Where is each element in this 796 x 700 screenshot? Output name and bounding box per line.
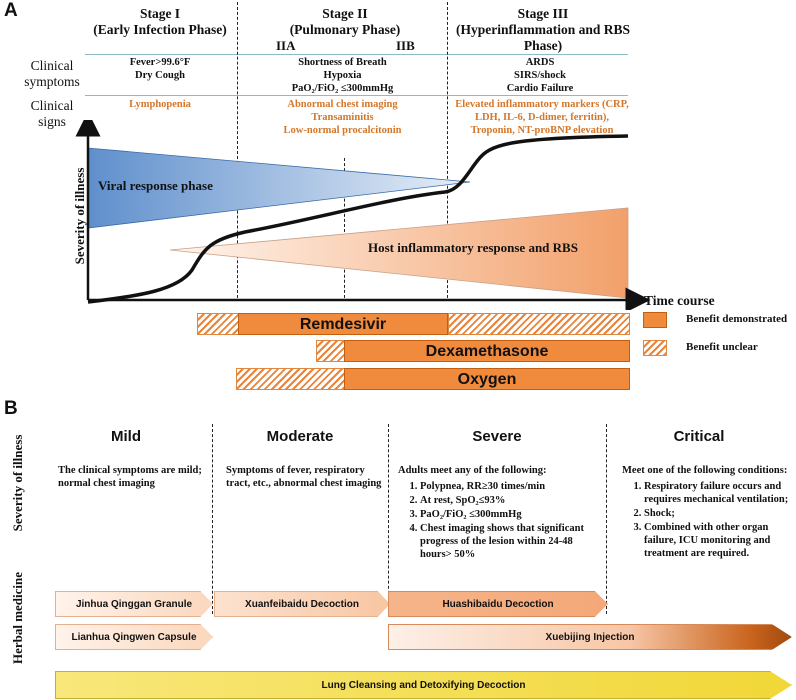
stage-1-header: Stage I (Early Infection Phase): [80, 6, 240, 38]
stage-1-title: Stage I: [139, 6, 181, 21]
severe-description: Adults meet any of the following: Polypn…: [398, 464, 602, 562]
herb-huashibaidu-label: Huashibaidu Decoction: [442, 598, 554, 610]
stage-3-subtitle: (Hyperinflammation and RBS Phase): [455, 22, 631, 53]
stage-3-title: Stage III: [517, 6, 569, 21]
legend-unclear-label: Benefit unclear: [686, 341, 758, 353]
herbal-side-label: Herbal medicine: [10, 571, 25, 665]
stage-2-signs: Abnormal chest imaging Transaminitis Low…: [240, 98, 445, 137]
signs-label-line-2: signs: [38, 114, 66, 129]
stage-1-subtitle: (Early Infection Phase): [93, 22, 227, 37]
legend-demonstrated-swatch: [643, 312, 667, 328]
severe-criteria-list: Polypnea, RR≥30 times/min At rest, SpO₂≤…: [398, 480, 602, 561]
dexamethasone-unclear-bar: [316, 340, 345, 362]
dexamethasone-bar: Dexamethasone: [344, 340, 630, 362]
sign-text: Abnormal chest imaging: [287, 99, 398, 110]
symptom-text: Dry Cough: [135, 70, 185, 81]
herb-lung-cleansing-arrow: Lung Cleansing and Detoxifying Decoction: [55, 671, 792, 699]
critical-criterion: Shock;: [644, 507, 790, 520]
signs-label-line-1: Clinical: [30, 98, 74, 113]
severity-divider-3: [606, 424, 607, 614]
severity-graph: [75, 120, 651, 310]
stage-divider-2: [447, 2, 448, 298]
severe-criterion: At rest, SpO₂≤93%: [420, 494, 602, 507]
herb-lianhua-label: Lianhua Qingwen Capsule: [71, 631, 197, 643]
severity-curve: [87, 134, 629, 304]
remdesivir-bar: Remdesivir: [238, 313, 448, 335]
panel-a-letter: A: [4, 0, 18, 21]
critical-criterion: Respiratory failure occurs and requires …: [644, 480, 790, 506]
stage-2-title: Stage II: [322, 6, 368, 21]
sign-text: Low-normal procalcitonin: [283, 125, 402, 136]
substage-iib: IIB: [396, 38, 415, 53]
symptom-text: SIRS/shock: [514, 70, 566, 81]
severe-intro: Adults meet any of the following:: [398, 465, 547, 476]
y-axis-label: Severity of illness: [72, 167, 87, 265]
remdesivir-unclear-bar-late: [448, 313, 630, 335]
symptoms-label-line-1: Clinical: [30, 58, 74, 73]
sign-text: LDH, IL-6, D-dimer, ferritin),: [474, 112, 610, 123]
table-top-line: [85, 54, 628, 55]
legend-demonstrated-label: Benefit demonstrated: [686, 313, 788, 325]
stage-1-symptoms: Fever>99.6°F Dry Cough: [85, 56, 235, 82]
sign-text: Transaminitis: [311, 112, 374, 123]
stage-3-symptoms: ARDS SIRS/shock Cardio Failure: [450, 56, 630, 95]
clinical-signs-label: Clinical signs: [22, 98, 82, 130]
mild-heading: Mild: [111, 428, 141, 445]
symptom-text: Fever>99.6°F: [129, 57, 191, 68]
stage-divider-1: [237, 2, 238, 298]
severity-side-label: Severity of illness: [10, 434, 25, 532]
critical-intro: Meet one of the following conditions:: [622, 465, 788, 476]
sign-text: Elevated inflammatory markers (CRP,: [455, 99, 629, 110]
host-response-label: Host inflammatory response and RBS: [368, 240, 578, 255]
table-middle-line: [85, 95, 628, 96]
herb-lung-cleansing-label: Lung Cleansing and Detoxifying Decoction: [321, 679, 526, 691]
herb-huashibaidu-arrow: Huashibaidu Decoction: [388, 591, 608, 617]
stage-2-subtitle: (Pulmonary Phase): [289, 22, 401, 37]
symptom-text: Shortness of Breath: [298, 57, 387, 68]
stage-2-header: Stage II (Pulmonary Phase): [255, 6, 435, 38]
viral-response-label: Viral response phase: [98, 178, 213, 193]
critical-criteria-list: Respiratory failure occurs and requires …: [622, 480, 790, 560]
x-axis-label: Time course: [644, 293, 715, 308]
substage-divider: [344, 158, 345, 298]
herb-jinhua-label: Jinhua Qinggan Granule: [75, 598, 193, 610]
remdesivir-unclear-bar-early: [197, 313, 239, 335]
symptom-text: Hypoxia: [323, 70, 362, 81]
oxygen-bar: Oxygen: [344, 368, 630, 390]
critical-description: Meet one of the following conditions: Re…: [622, 464, 790, 561]
herb-lianhua-arrow: Lianhua Qingwen Capsule: [55, 624, 213, 650]
critical-heading: Critical: [673, 428, 725, 445]
symptom-text: PaO₂/FiO₂ ≤300mmHg: [291, 83, 394, 94]
sign-text: Lymphopenia: [129, 99, 191, 110]
herb-xuebijing-arrow: Xuebijing Injection: [388, 624, 792, 650]
substage-iia: IIA: [276, 38, 296, 53]
stage-2-symptoms: Shortness of Breath Hypoxia PaO₂/FiO₂ ≤3…: [240, 56, 445, 95]
symptom-text: Cardio Failure: [506, 83, 574, 94]
severity-divider-2: [388, 424, 389, 614]
stage-3-signs: Elevated inflammatory markers (CRP, LDH,…: [446, 98, 638, 137]
oxygen-unclear-bar: [236, 368, 345, 390]
severe-heading: Severe: [472, 428, 522, 445]
herb-xuanfeibaidu-label: Xuanfeibaidu Decoction: [245, 598, 359, 610]
stage-1-signs: Lymphopenia: [85, 98, 235, 111]
severe-criterion: Chest imaging shows that significant pro…: [420, 522, 602, 561]
herb-jinhua-arrow: Jinhua Qinggan Granule: [55, 591, 213, 617]
symptom-text: ARDS: [525, 57, 555, 68]
severe-criterion: PaO₂/FiO₂ ≤300mmHg: [420, 508, 602, 521]
critical-criterion: Combined with other organ failure, ICU m…: [644, 521, 790, 560]
symptoms-label-line-2: symptoms: [24, 74, 80, 89]
moderate-heading: Moderate: [266, 428, 334, 445]
clinical-symptoms-label: Clinical symptoms: [22, 58, 82, 90]
herb-xuanfeibaidu-arrow: Xuanfeibaidu Decoction: [214, 591, 390, 617]
legend-unclear-swatch: [643, 340, 667, 356]
herb-xuebijing-label: Xuebijing Injection: [545, 631, 635, 643]
stage-3-header: Stage III (Hyperinflammation and RBS Pha…: [448, 6, 638, 54]
severity-divider-1: [212, 424, 213, 614]
moderate-description: Symptoms of fever, respiratory tract, et…: [226, 465, 382, 489]
mild-description: The clinical symptoms are mild; normal c…: [58, 465, 202, 489]
sign-text: Troponin, NT-proBNP elevation: [470, 125, 614, 136]
panel-b-letter: B: [4, 398, 18, 419]
severe-criterion: Polypnea, RR≥30 times/min: [420, 480, 602, 493]
host-response-wedge: [169, 207, 629, 299]
